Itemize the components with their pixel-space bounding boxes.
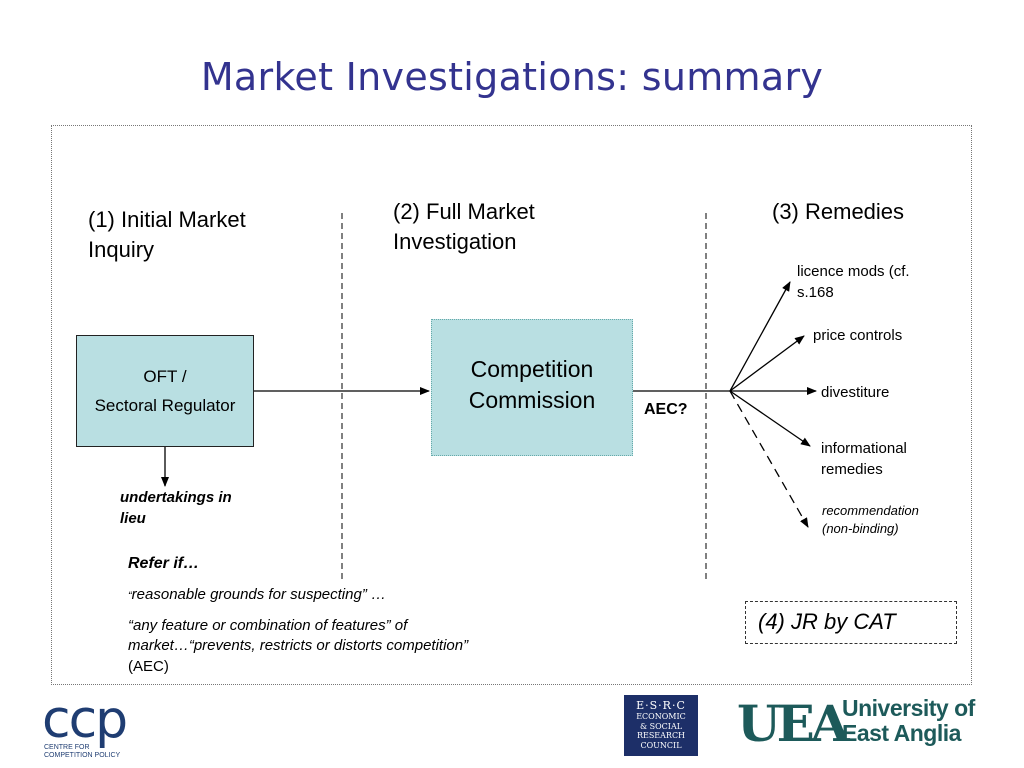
remedy-informational-line-2: remedies (821, 461, 883, 478)
phase-2-line-2: Investigation (393, 229, 517, 254)
ccp-sub-line-1: CENTRE FOR (44, 744, 90, 751)
undertakings-label: undertakings in lieu (120, 487, 232, 529)
refer-heading: Refer if… (128, 555, 200, 572)
arrow-recommendation (729, 390, 809, 528)
remedy-divestiture: divestiture (821, 384, 890, 401)
remedy-recommendation-line-2: (non-binding) (822, 521, 899, 536)
refer-quote-1: “reasonable grounds for suspecting” … (128, 585, 386, 606)
competition-commission-box: Competition Commission (431, 319, 633, 456)
refer-quote-1-text: reasonable grounds for suspecting” … (131, 586, 386, 603)
remedy-recommendation-line-1: recommendation (822, 503, 919, 518)
refer-aec: (AEC) (128, 658, 169, 675)
ccp-logo: ccp (42, 690, 128, 750)
esrc-line-4: RESEARCH (636, 731, 686, 740)
esrc-line-2: ECONOMIC (636, 712, 686, 721)
refer-quote-open: “ (128, 590, 132, 602)
arrow-informational (729, 390, 811, 447)
undertakings-line-1: undertakings in (120, 489, 232, 506)
phase-1-line-1: (1) Initial Market (88, 207, 246, 232)
undertakings-line-2: lieu (120, 510, 146, 527)
refer-quote-2: “any feature or combination of features”… (128, 616, 468, 656)
phase-2-line-1: (2) Full Market (393, 199, 535, 224)
oft-line-1: OFT / (143, 367, 187, 386)
ccp-logo-subtitle: CENTRE FOR COMPETITION POLICY (44, 744, 120, 760)
jr-label: (4) JR by CAT (758, 609, 896, 634)
refer-quote-2-line-2: market…“prevents, restricts or distorts … (128, 637, 469, 654)
phase-1-heading: (1) Initial Market Inquiry (88, 205, 246, 265)
remedy-licence-line-1: licence mods (cf. (797, 263, 910, 280)
remedy-informational-line-1: informational (821, 440, 907, 457)
arrow-licence (729, 281, 791, 392)
remedy-price-controls: price controls (813, 327, 903, 344)
slide-title: Market Investigations: summary (200, 55, 824, 99)
oft-regulator-box: OFT / Sectoral Regulator (76, 335, 254, 447)
ccp-sub-line-2: COMPETITION POLICY (44, 752, 121, 759)
cc-line-1: Competition (470, 355, 594, 382)
phase-2-heading: (2) Full Market Investigation (393, 197, 535, 257)
uea-logo-mark: UEA (737, 694, 849, 753)
aec-label: AEC? (644, 401, 688, 418)
phase-3-heading: (3) Remedies (772, 199, 905, 224)
refer-quote-2-line-1: “any feature or combination of features”… (128, 617, 408, 634)
uea-text-line-2: East Anglia (842, 720, 961, 746)
uea-logo-text: University of East Anglia (842, 696, 975, 746)
esrc-line-1: E·S·R·C (636, 699, 686, 712)
cc-line-2: Commission (468, 386, 596, 413)
remedy-informational: informational remedies (821, 438, 907, 480)
jr-box (745, 601, 957, 644)
remedy-recommendation: recommendation (non-binding) (822, 502, 919, 538)
uea-text-line-1: University of (842, 695, 975, 721)
phase-1-line-2: Inquiry (88, 237, 155, 262)
remedy-licence: licence mods (cf. s.168 (797, 261, 910, 303)
remedy-licence-line-2: s.168 (797, 284, 834, 301)
arrow-price (729, 335, 805, 392)
oft-line-2: Sectoral Regulator (94, 396, 236, 415)
esrc-logo: E·S·R·C ECONOMIC & SOCIAL RESEARCH COUNC… (624, 695, 698, 756)
esrc-line-3: & SOCIAL (639, 721, 683, 731)
diagram-frame (51, 125, 972, 685)
esrc-line-5: COUNCIL (640, 740, 682, 750)
